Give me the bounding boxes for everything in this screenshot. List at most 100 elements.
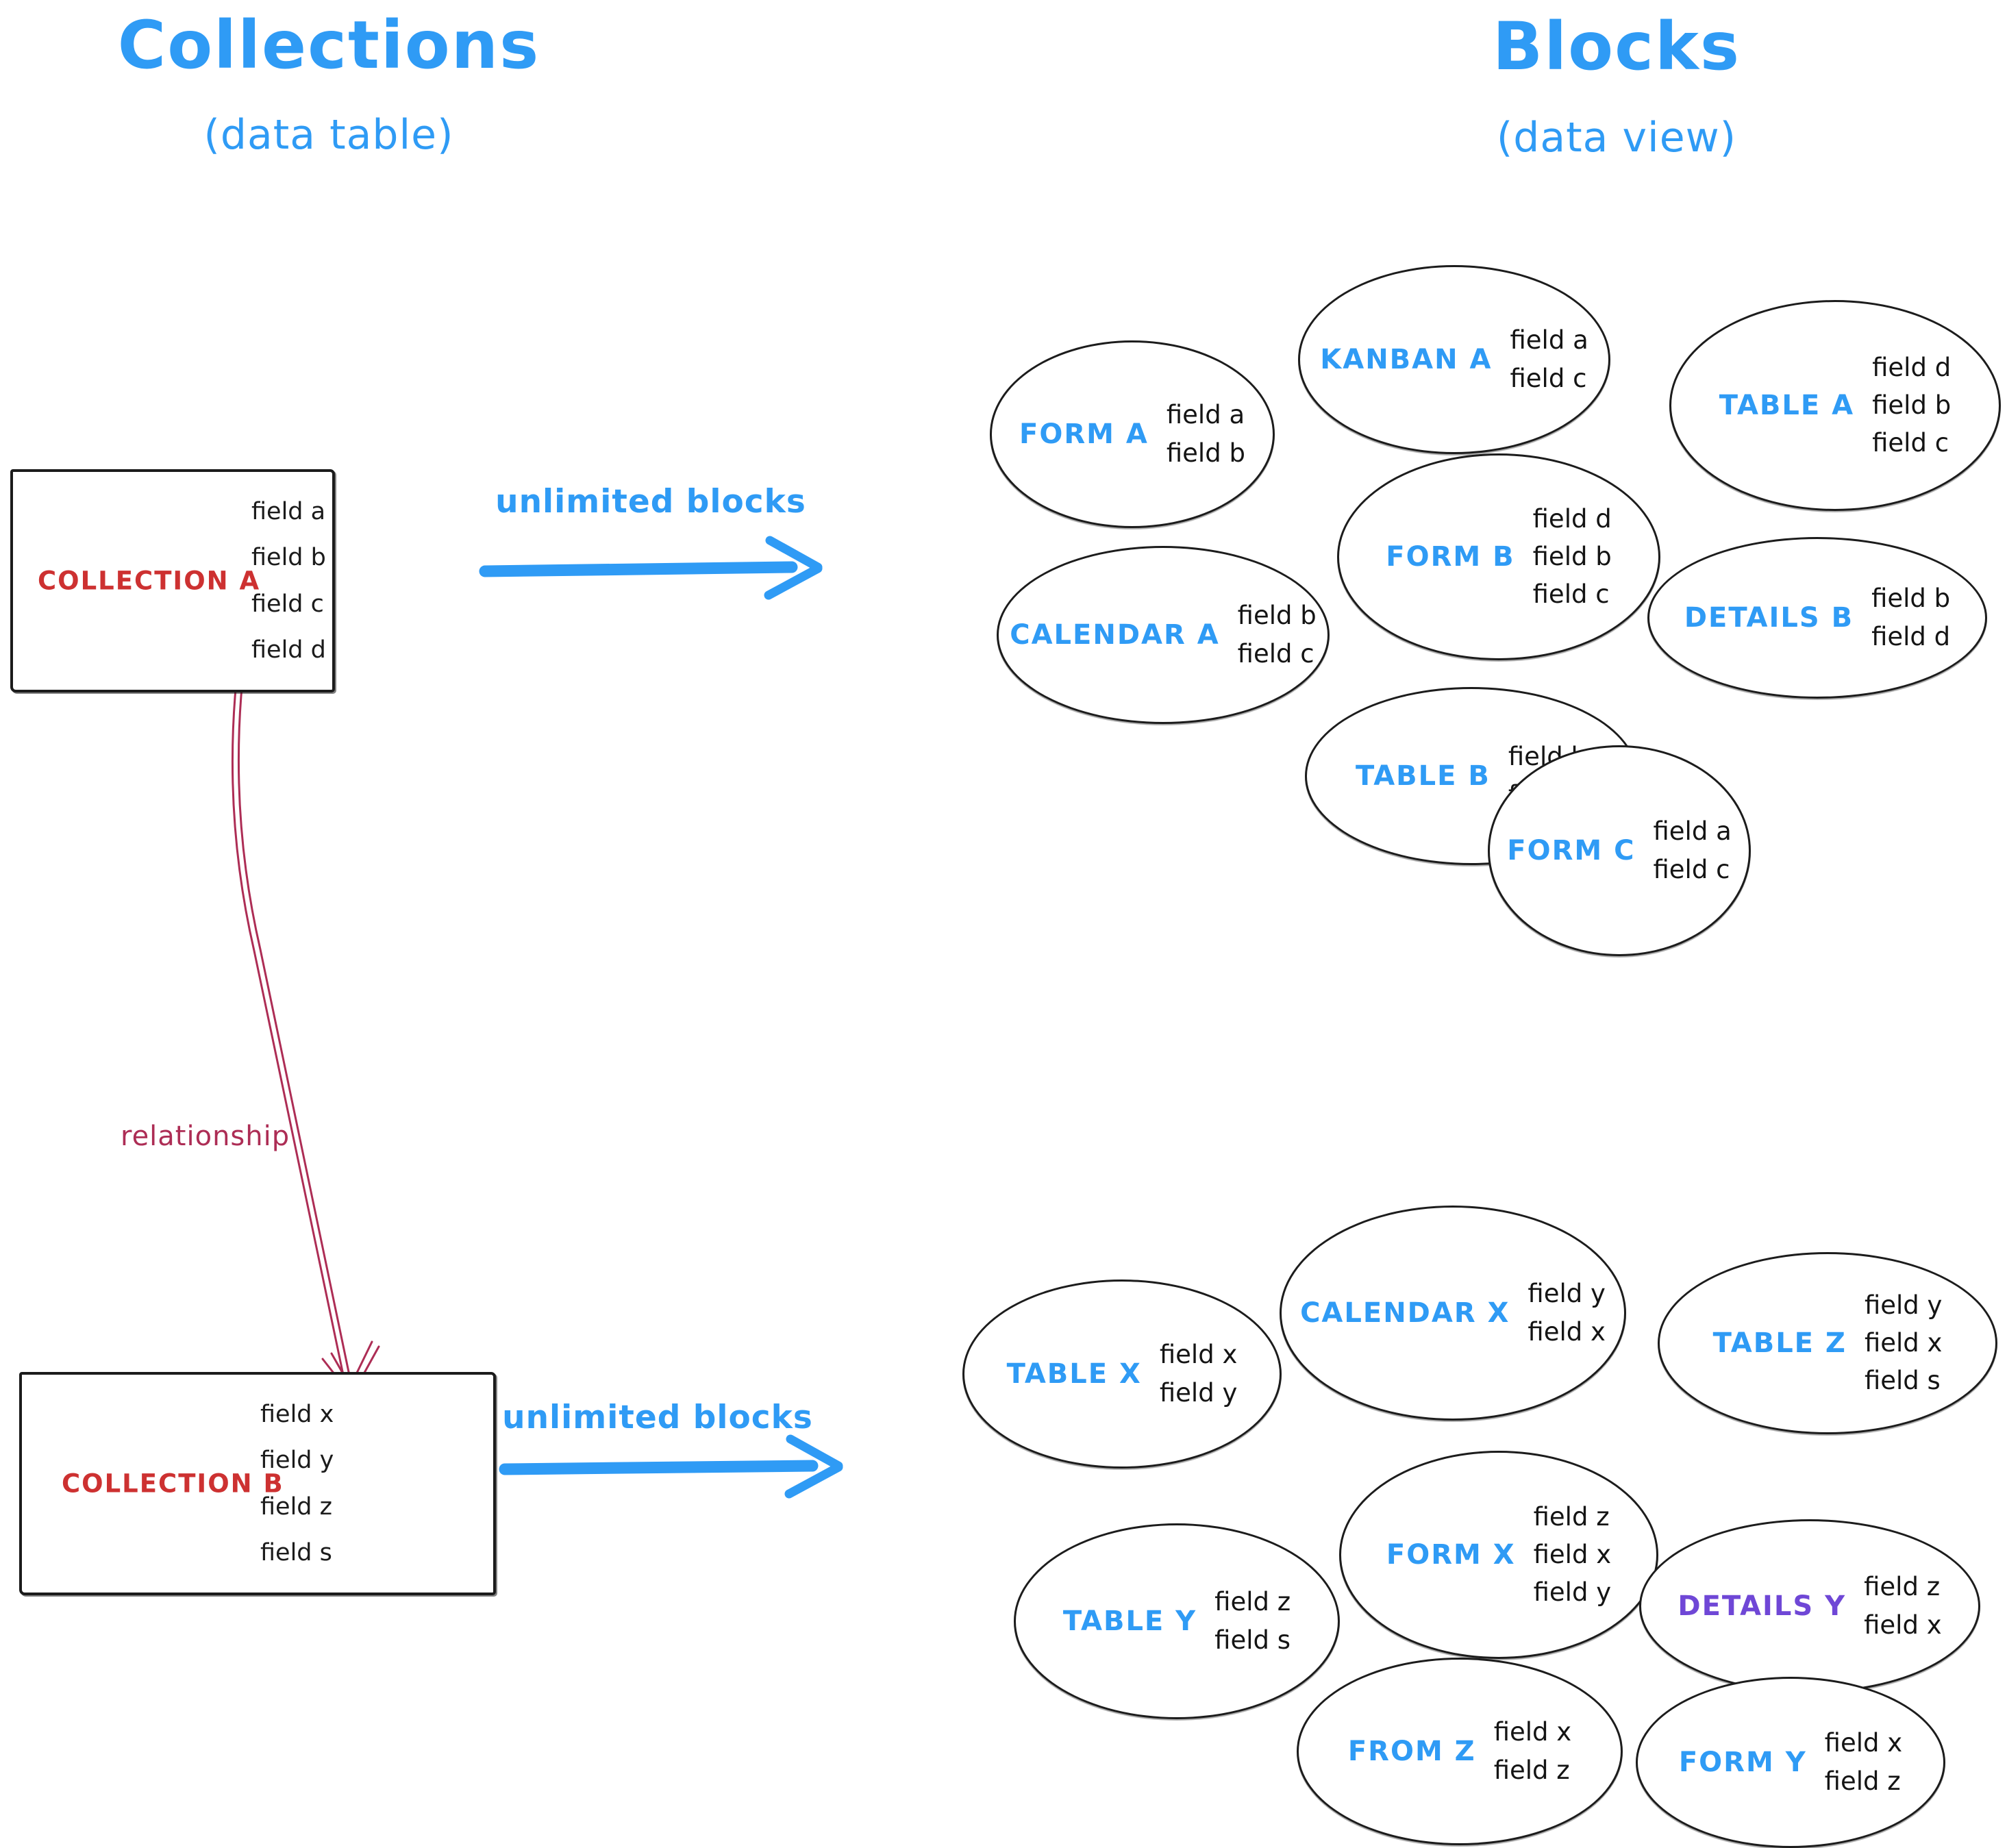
block-label: FORM B — [1386, 541, 1515, 573]
block-form-b: FORM B field d field b field c — [1337, 453, 1660, 660]
header-blocks-title: Blocks — [1493, 8, 1741, 85]
block-fields: field a field c — [1653, 816, 1731, 886]
block-calendar-a: CALENDAR A field b field c — [997, 546, 1330, 724]
block-field: field x — [1493, 1717, 1572, 1747]
block-field: field x — [1824, 1728, 1903, 1758]
collection-a-box: COLLECTION A field a field b field c fie… — [10, 469, 335, 692]
collection-field: field a — [251, 498, 326, 525]
collection-field: field s — [260, 1538, 332, 1566]
block-field: field x — [1864, 1327, 1943, 1358]
block-field: field c — [1510, 363, 1587, 393]
block-label: TABLE A — [1719, 390, 1855, 421]
block-label: FORM C — [1507, 835, 1636, 866]
unlimited-blocks-arrow-top — [479, 536, 823, 600]
block-field: field d — [1532, 503, 1612, 534]
collection-field: field b — [251, 544, 326, 572]
header-collections-subtitle: (data table) — [203, 111, 454, 159]
block-field: field s — [1214, 1625, 1291, 1655]
block-label: FORM A — [1019, 419, 1149, 450]
block-fields: field z field x — [1864, 1571, 1942, 1641]
block-fields: field y field x — [1528, 1278, 1606, 1348]
collection-b-name: COLLECTION B — [62, 1469, 284, 1499]
block-field: field c — [1653, 854, 1730, 884]
block-field: field c — [1532, 579, 1610, 610]
block-field: field b — [1237, 601, 1317, 631]
collection-field: field d — [251, 636, 326, 664]
block-label: KANBAN A — [1320, 344, 1493, 375]
collection-a-fields: field a field b field c field d — [251, 498, 326, 664]
block-field: field y — [1533, 1577, 1612, 1608]
block-field: field z — [1824, 1766, 1901, 1796]
collection-b-box: COLLECTION B field x field y field z fie… — [19, 1372, 496, 1595]
block-field: field c — [1872, 428, 1949, 458]
block-field: field b — [1872, 390, 1952, 420]
block-label: TABLE Y — [1062, 1606, 1197, 1637]
header-collections-title: Collections — [117, 7, 540, 84]
unlimited-blocks-label-bottom: unlimited blocks — [502, 1399, 813, 1436]
block-label: TABLE X — [1006, 1358, 1142, 1390]
block-field: field z — [1533, 1501, 1610, 1532]
relationship-label: relationship — [121, 1121, 290, 1152]
collection-b-fields: field x field y field z field s — [260, 1401, 334, 1566]
block-form-a: FORM A field a field b — [990, 340, 1275, 528]
block-fields: field z field x field y — [1534, 1501, 1612, 1609]
block-field: field a — [1166, 400, 1245, 430]
block-table-a: TABLE A field d field b field c — [1669, 300, 2001, 511]
block-label: FROM Z — [1347, 1736, 1476, 1767]
block-field: field x — [1533, 1539, 1612, 1569]
unlimited-blocks-arrow-bottom — [499, 1434, 843, 1499]
block-label: CALENDAR A — [1010, 619, 1220, 651]
block-field: field z — [1214, 1587, 1291, 1617]
block-table-z: TABLE Z field y field x field s — [1658, 1252, 1997, 1434]
block-field: field z — [1493, 1755, 1570, 1785]
block-field: field a — [1510, 325, 1588, 355]
block-details-b: DETAILS B field b field d — [1647, 537, 1987, 699]
block-fields: field b field c — [1238, 600, 1317, 670]
unlimited-blocks-label-top: unlimited blocks — [495, 483, 806, 521]
block-field: field b — [1532, 541, 1612, 571]
block-field: field x — [1159, 1340, 1238, 1370]
collection-field: field y — [260, 1447, 334, 1475]
block-field: field s — [1864, 1366, 1941, 1396]
block-field: field c — [1237, 638, 1314, 669]
block-table-y: TABLE Y field z field s — [1014, 1523, 1340, 1719]
block-label: TABLE Z — [1712, 1327, 1847, 1359]
block-field: field b — [1871, 584, 1951, 614]
block-field: field b — [1166, 438, 1245, 468]
block-fields: field x field z — [1825, 1727, 1903, 1797]
block-label: DETAILS Y — [1678, 1590, 1847, 1622]
block-fields: field x field y — [1160, 1339, 1238, 1409]
block-field: field y — [1864, 1290, 1943, 1320]
block-form-x: FORM X field z field x field y — [1339, 1451, 1658, 1659]
block-field: field d — [1872, 352, 1952, 382]
collection-a-name: COLLECTION A — [38, 566, 261, 596]
block-fields: field d field b field c — [1533, 503, 1612, 611]
block-field: field y — [1528, 1279, 1606, 1309]
block-fields: field a field b — [1167, 399, 1245, 469]
block-fields: field b field d — [1871, 583, 1950, 653]
collection-field: field c — [251, 590, 324, 618]
block-table-x: TABLE X field x field y — [962, 1279, 1282, 1469]
collection-field: field x — [260, 1401, 334, 1428]
block-calendar-x: CALENDAR X field y field x — [1280, 1206, 1626, 1421]
block-field: field z — [1864, 1572, 1941, 1602]
relationship-arrow — [231, 659, 380, 1394]
block-fields: field x field z — [1494, 1716, 1572, 1786]
block-label: DETAILS B — [1684, 602, 1854, 634]
block-fields: field a field c — [1510, 325, 1588, 395]
block-label: FORM X — [1386, 1539, 1516, 1571]
block-field: field a — [1653, 816, 1732, 847]
block-kanban-a: KANBAN A field a field c — [1298, 265, 1610, 454]
block-label: FORM Y — [1678, 1747, 1807, 1778]
block-fields: field y field x field s — [1865, 1290, 1943, 1397]
block-field: field y — [1159, 1377, 1238, 1408]
block-label: CALENDAR X — [1300, 1297, 1510, 1329]
block-form-c: FORM C field a field c — [1488, 745, 1751, 956]
block-from-z: FROM Z field x field z — [1297, 1658, 1623, 1845]
block-details-y: DETAILS Y field z field x — [1639, 1519, 1980, 1693]
block-fields: field d field b field c — [1872, 352, 1951, 460]
block-field: field x — [1528, 1316, 1606, 1347]
collection-field: field z — [260, 1493, 333, 1521]
block-field: field x — [1864, 1610, 1942, 1640]
